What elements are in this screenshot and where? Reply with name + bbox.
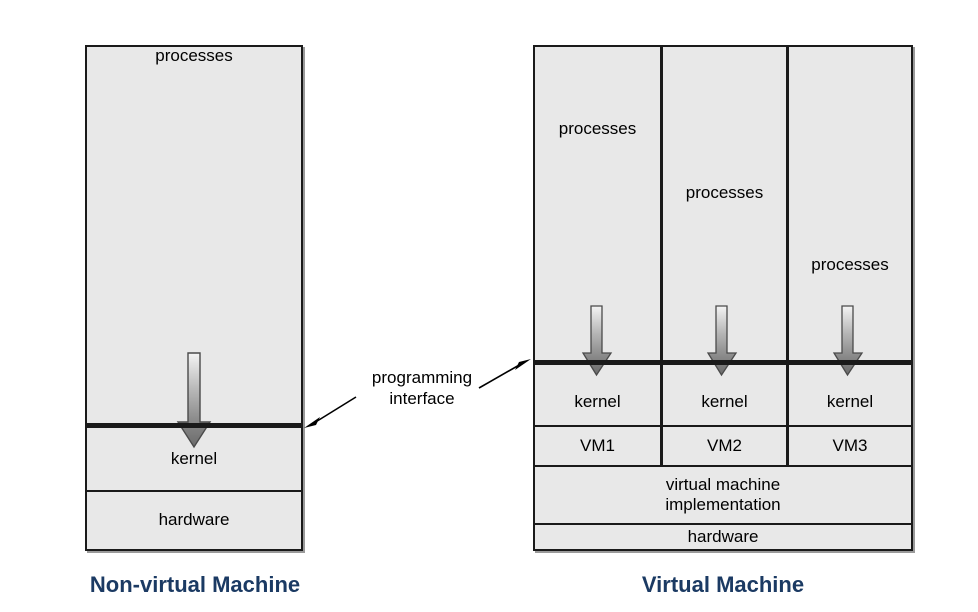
vm-implementation-cell: virtual machine implementation — [535, 467, 911, 523]
vm-name-label-2: VM2 — [707, 435, 742, 455]
vm-kernel-divider-2 — [786, 365, 789, 425]
annotation-arrow-left — [304, 396, 357, 428]
vm-processes-label-1: processes — [558, 119, 637, 138]
annotation-arrow-right — [478, 359, 531, 389]
vm-name-cell-1: VM1 — [535, 427, 660, 465]
nv-kernel-label: kernel — [170, 448, 218, 468]
vm-kernel-cell-1: kernel — [535, 365, 660, 425]
nv-kernel-hardware-divider — [87, 490, 301, 492]
vm-implementation-top-divider — [535, 465, 911, 467]
vm-hardware-divider — [535, 523, 911, 525]
vm-name-cell-3: VM3 — [789, 427, 911, 465]
vm-kernel-cell-2: kernel — [663, 365, 786, 425]
nv-hardware-cell: hardware — [87, 492, 301, 549]
vm-kernel-label-3: kernel — [826, 391, 874, 411]
vm-kernel-label-1: kernel — [574, 391, 621, 411]
vm-hardware-label: hardware — [687, 526, 759, 546]
vm-processes-label-3: processes — [811, 255, 889, 274]
vm-name-divider-2 — [786, 427, 789, 465]
programming-interface-annotation: programming interface — [371, 368, 473, 409]
vm-kernel-vm-divider — [535, 425, 911, 427]
nv-kernel-cell: kernel — [87, 428, 301, 490]
vm-programming-interface-line — [535, 360, 911, 365]
vm-column-divider-1 — [660, 47, 663, 360]
vm-implementation-label: virtual machine implementation — [665, 474, 781, 514]
vm-column-divider-2 — [786, 47, 789, 360]
vm-name-cell-2: VM2 — [663, 427, 786, 465]
vm-name-divider-1 — [660, 427, 663, 465]
vm-name-label-1: VM1 — [580, 435, 615, 455]
nv-processes-label: processes — [155, 46, 233, 65]
non-virtual-machine-diagram: processes kernel hardware — [85, 45, 303, 551]
nv-programming-interface-line — [87, 423, 301, 428]
nv-hardware-label: hardware — [158, 510, 230, 530]
virtual-machine-diagram: processes processes processes — [533, 45, 913, 551]
vm-hardware-cell: hardware — [535, 525, 911, 549]
caption-non-virtual-machine: Non-virtual Machine — [89, 572, 301, 597]
vm-kernel-label-2: kernel — [701, 391, 748, 411]
vm-name-label-3: VM3 — [832, 435, 868, 455]
vm-processes-label-2: processes — [685, 183, 764, 202]
vm-kernel-divider-1 — [660, 365, 663, 425]
vm-kernel-cell-3: kernel — [789, 365, 911, 425]
caption-virtual-machine: Virtual Machine — [641, 572, 805, 597]
